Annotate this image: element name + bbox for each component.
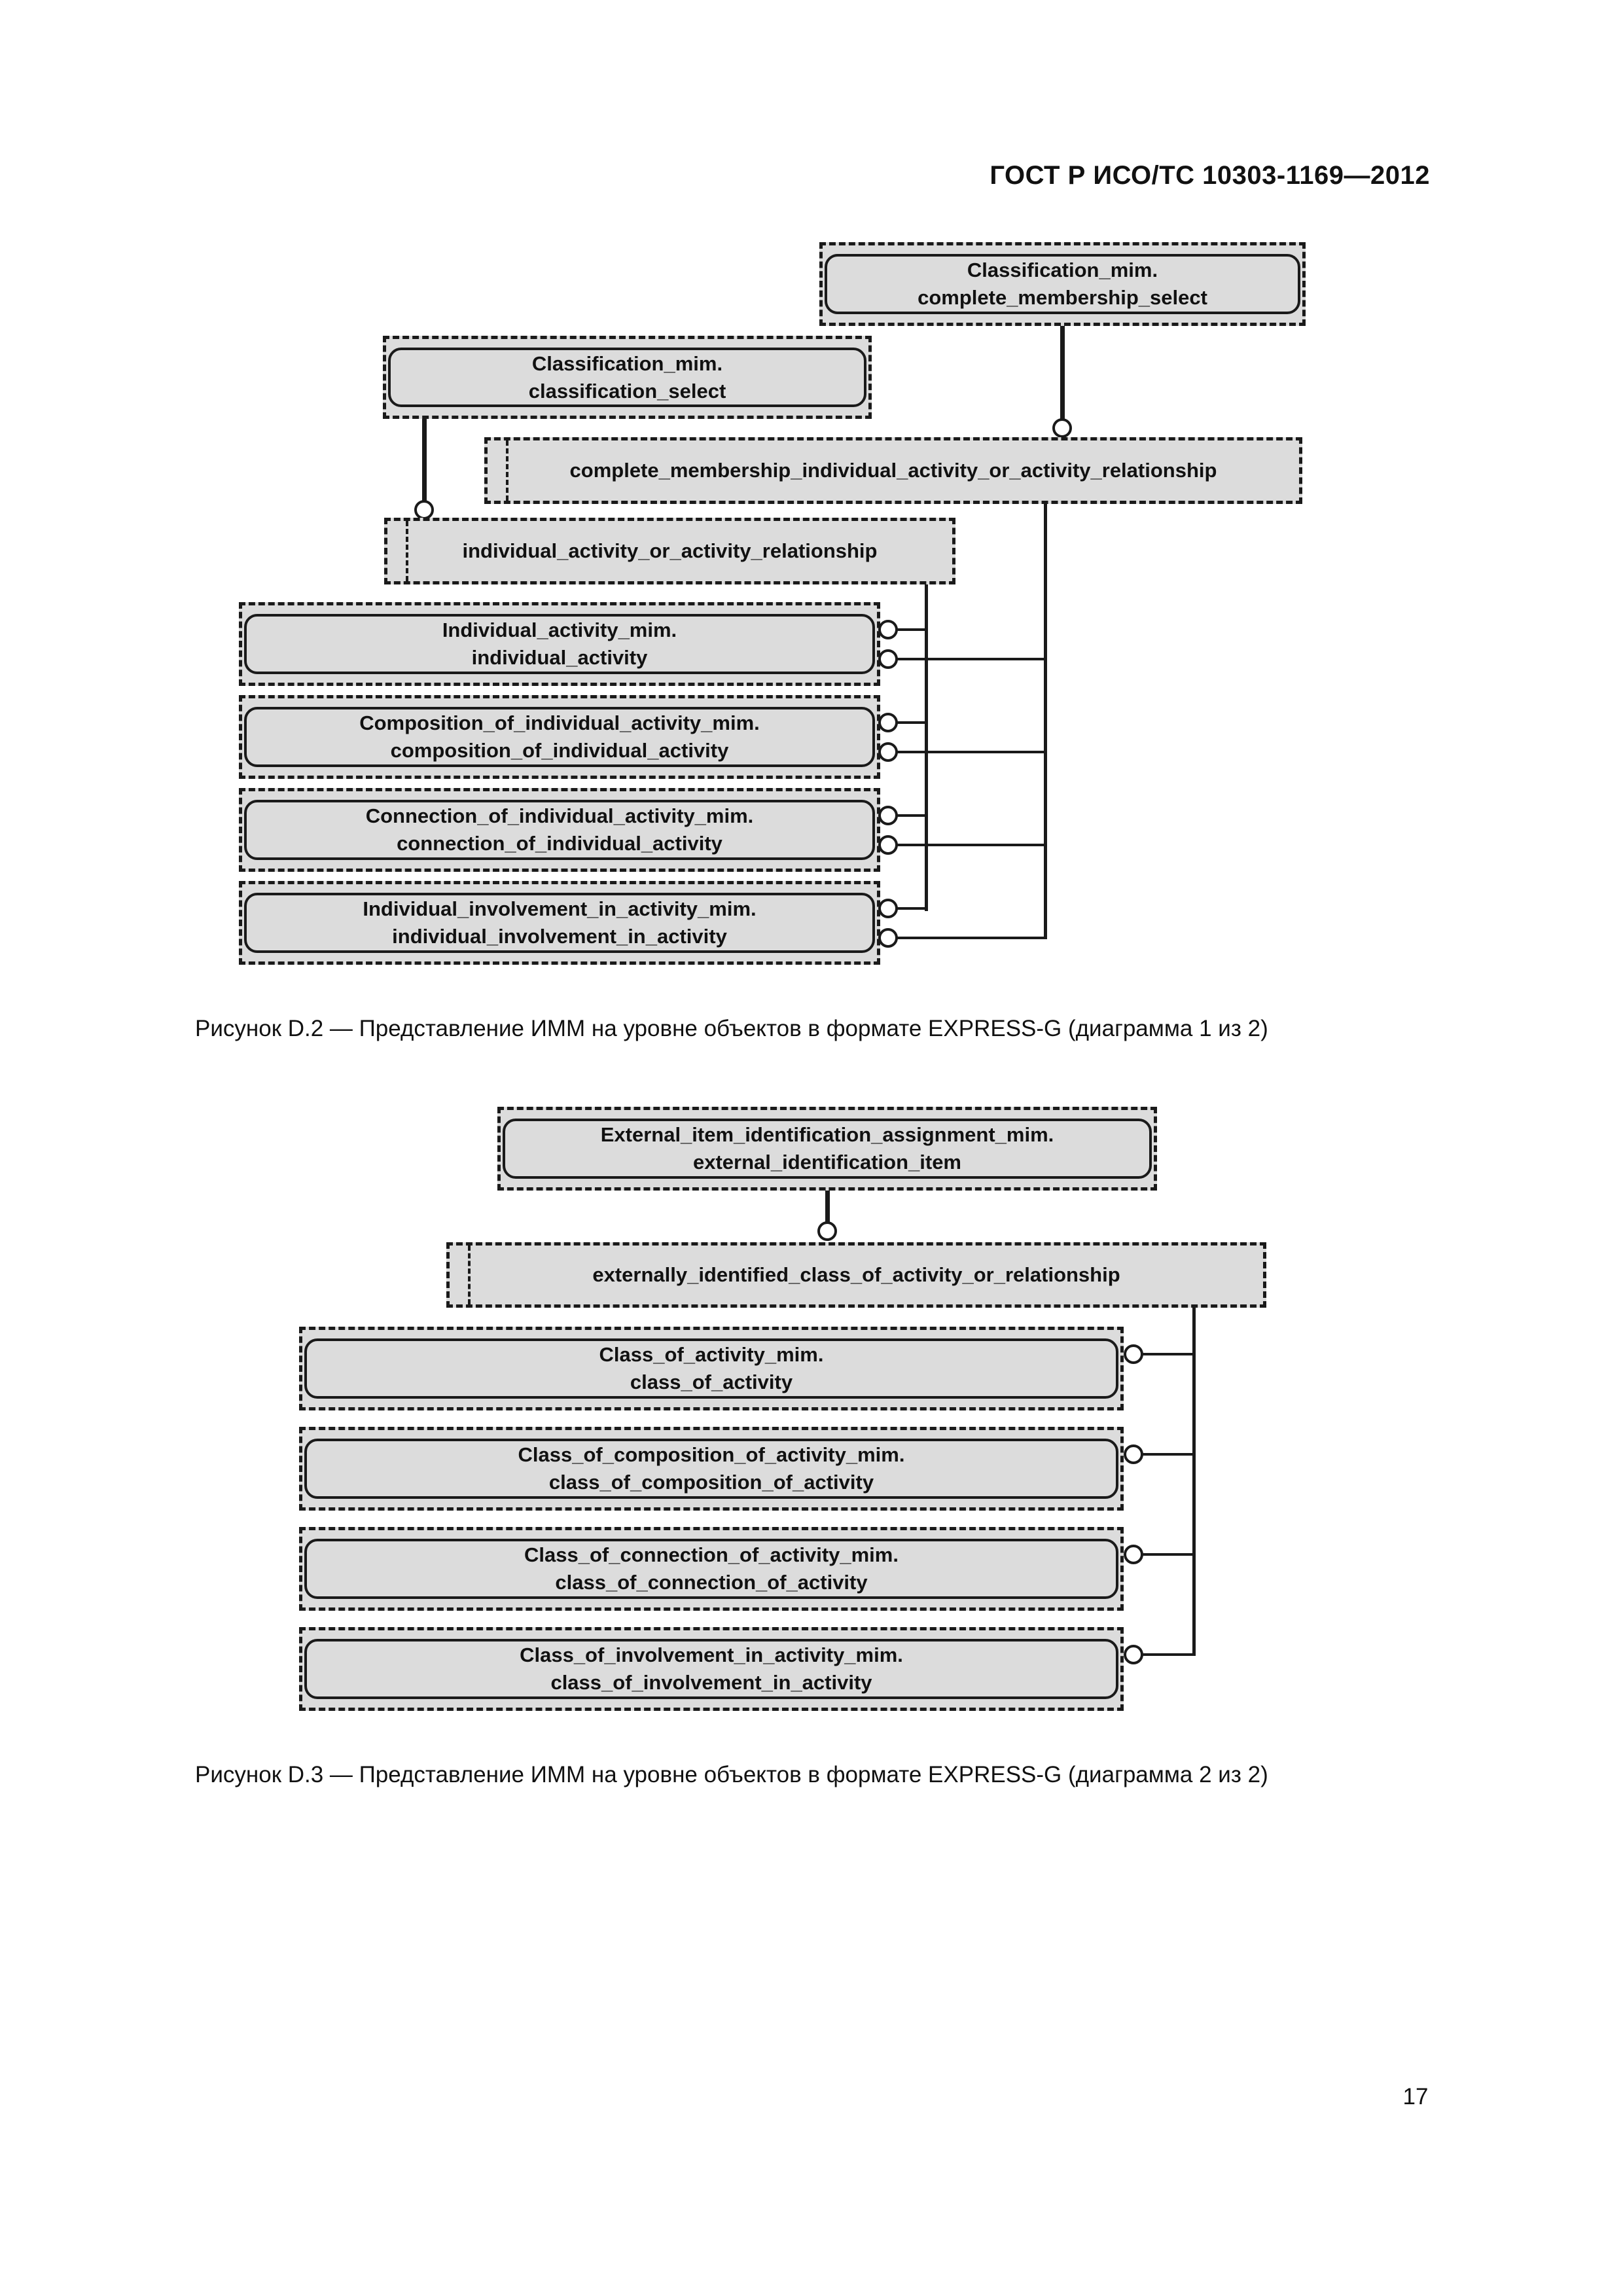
stub-line-class-of-composition <box>1139 1453 1196 1456</box>
connector-circle-external-identification <box>817 1221 837 1241</box>
entity-box-label: Connection_of_individual_activity_mim. c… <box>244 800 875 860</box>
entity-box-class-of-involvement-in-activity: Class_of_involvement_in_activity_mim. cl… <box>299 1627 1124 1711</box>
entity-box-class-of-connection-of-activity: Class_of_connection_of_activity_mim. cla… <box>299 1527 1124 1611</box>
entity-box-label: Classification_mim. complete_membership_… <box>825 254 1300 314</box>
entity-box-class-of-composition-of-activity: Class_of_composition_of_activity_mim. cl… <box>299 1427 1124 1511</box>
stub-line-involvement-upper <box>893 907 928 910</box>
entity-box-label: Composition_of_individual_activity_mim. … <box>244 707 875 767</box>
stub-line-connection-upper <box>893 814 928 817</box>
select-member-circle-connection-lower <box>878 835 898 855</box>
stub-line-class-of-connection <box>1139 1553 1196 1556</box>
select-type-mark <box>406 521 408 581</box>
connector-circle-complete-membership <box>1052 418 1072 438</box>
stub-line-individual-activity-lower <box>893 658 1046 660</box>
stub-line-composition-upper <box>893 721 928 724</box>
entity-box-individual-involvement-in-activity: Individual_involvement_in_activity_mim. … <box>239 881 880 965</box>
entity-box-label: Class_of_composition_of_activity_mim. cl… <box>304 1439 1118 1499</box>
select-type-mark <box>506 440 508 501</box>
connector-circle-classification-select <box>414 500 434 520</box>
relation-line-complete-membership <box>1060 325 1065 419</box>
bus-line-complete-membership-type <box>1044 503 1047 939</box>
type-box-label: complete_membership_individual_activity_… <box>569 459 1217 482</box>
select-member-circle-connection-upper <box>878 806 898 825</box>
select-type-mark <box>468 1246 471 1304</box>
select-member-circle-involvement-lower <box>878 928 898 948</box>
select-member-circle-class-of-connection <box>1124 1545 1143 1564</box>
select-member-circle-class-of-activity <box>1124 1344 1143 1364</box>
figure-d3-caption: Рисунок D.3 — Представление ИММ на уровн… <box>195 1762 1268 1787</box>
entity-box-label: Class_of_involvement_in_activity_mim. cl… <box>304 1639 1118 1699</box>
entity-box-external-item-identification-assignment: External_item_identification_assignment_… <box>497 1107 1157 1191</box>
page-number: 17 <box>1402 2084 1429 2109</box>
entity-box-class-of-activity: Class_of_activity_mim. class_of_activity <box>299 1327 1124 1410</box>
entity-box-connection-of-individual-activity: Connection_of_individual_activity_mim. c… <box>239 788 880 872</box>
type-box-complete-membership-individual-activity-or-activity-relationship: complete_membership_individual_activity_… <box>484 437 1302 504</box>
entity-box-individual-activity: Individual_activity_mim. individual_acti… <box>239 602 880 686</box>
type-box-label: externally_identified_class_of_activity_… <box>592 1263 1120 1286</box>
relation-line-classification-select <box>422 418 427 501</box>
stub-line-composition-lower <box>893 751 1046 753</box>
bus-line-individual-activity-type <box>925 583 928 911</box>
select-member-circle-composition-lower <box>878 742 898 762</box>
page-header: ГОСТ Р ИСО/ТС 10303-1169—2012 <box>990 161 1430 190</box>
select-member-circle-involvement-upper <box>878 899 898 918</box>
entity-box-label: Class_of_connection_of_activity_mim. cla… <box>304 1539 1118 1599</box>
entity-box-label: External_item_identification_assignment_… <box>503 1119 1152 1179</box>
type-box-individual-activity-or-activity-relationship: individual_activity_or_activity_relation… <box>384 518 955 584</box>
entity-box-label: Individual_involvement_in_activity_mim. … <box>244 893 875 953</box>
stub-line-individual-activity-upper <box>893 628 928 631</box>
entity-box-label: Individual_activity_mim. individual_acti… <box>244 614 875 674</box>
type-box-label: individual_activity_or_activity_relation… <box>462 539 878 562</box>
stub-line-connection-lower <box>893 844 1046 846</box>
figure-d2-caption: Рисунок D.2 — Представление ИММ на уровн… <box>195 1016 1268 1041</box>
stub-line-class-of-activity <box>1139 1353 1196 1355</box>
select-member-circle-composition-upper <box>878 713 898 732</box>
select-member-circle-individual-activity-lower <box>878 649 898 669</box>
select-member-circle-class-of-composition <box>1124 1444 1143 1464</box>
entity-box-composition-of-individual-activity: Composition_of_individual_activity_mim. … <box>239 695 880 779</box>
entity-box-label: Class_of_activity_mim. class_of_activity <box>304 1338 1118 1399</box>
bus-line-externally-identified-type <box>1192 1306 1196 1656</box>
type-box-externally-identified-class-of-activity-or-relationship: externally_identified_class_of_activity_… <box>446 1242 1266 1308</box>
select-member-circle-class-of-involvement <box>1124 1645 1143 1664</box>
entity-box-classification-mim-complete-membership-select: Classification_mim. complete_membership_… <box>819 242 1306 326</box>
stub-line-class-of-involvement <box>1139 1653 1196 1656</box>
relation-line-external-identification <box>825 1189 830 1223</box>
stub-line-involvement-lower <box>893 937 1046 939</box>
entity-box-classification-mim-classification-select: Classification_mim. classification_selec… <box>383 336 872 419</box>
entity-box-label: Classification_mim. classification_selec… <box>388 348 866 407</box>
select-member-circle-individual-activity-upper <box>878 620 898 639</box>
